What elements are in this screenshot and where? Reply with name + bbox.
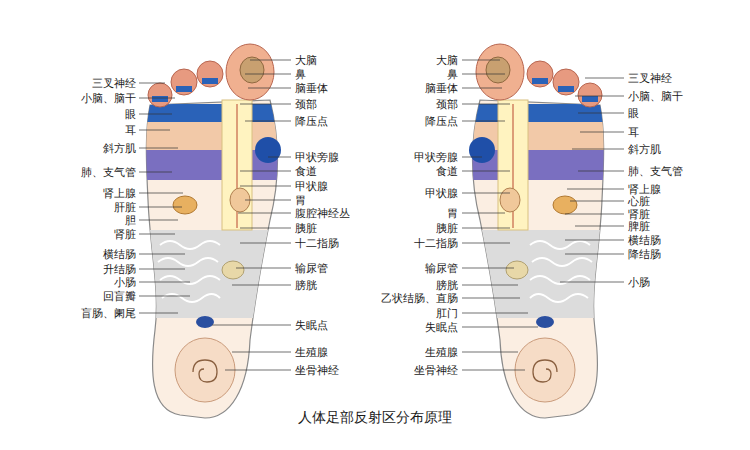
reflex-zone-label: 乙状结肠、直肠 [381, 292, 458, 305]
reflex-zone-label: 脾脏 [628, 220, 650, 233]
right-foot [460, 44, 610, 418]
reflex-zone-label: 肾脏 [628, 208, 650, 221]
reflex-zone-label: 回盲瓣 [103, 290, 136, 303]
reflex-zone-label: 降压点 [295, 115, 328, 128]
chart-title: 人体足部反射区分布原理 [0, 408, 750, 426]
reflex-zone-label: 颈部 [436, 98, 458, 111]
reflex-zone-label: 小脑、脑干 [81, 92, 136, 105]
reflex-zone-label: 小脑、脑干 [628, 90, 683, 103]
reflex-zone-label: 鼻 [295, 68, 306, 81]
reflex-zone-label: 眼 [125, 108, 136, 121]
reflex-zone-label: 横结肠 [103, 248, 136, 261]
reflex-zone-label: 膀胱 [295, 279, 317, 292]
left-foot [140, 44, 290, 418]
reflex-zone-label: 坐骨神经 [414, 364, 458, 377]
reflex-zone-label: 小肠 [114, 276, 136, 289]
reflex-zone-label: 小肠 [628, 276, 650, 289]
reflex-zone-label: 食道 [295, 165, 317, 178]
reflex-zone-label: 输尿管 [295, 262, 328, 275]
reflex-zone-label: 胰脏 [295, 222, 317, 235]
reflex-zone-label: 心脏 [628, 195, 650, 208]
reflex-zone-label: 脑垂体 [295, 82, 328, 95]
reflex-zone-label: 三叉神经 [628, 72, 672, 85]
reflex-zone-label: 升结肠 [103, 263, 136, 276]
reflex-zone-label: 失眠点 [425, 321, 458, 334]
reflex-zone-label: 颈部 [295, 98, 317, 111]
reflex-zone-label: 甲状旁腺 [414, 151, 458, 164]
reflex-zone-label: 大脑 [295, 54, 317, 67]
reflex-zone-label: 坐骨神经 [295, 364, 339, 377]
reflex-zone-label: 降结肠 [628, 248, 661, 261]
reflex-zone-label: 生殖腺 [425, 346, 458, 359]
reflex-zone-label: 生殖腺 [295, 346, 328, 359]
reflex-zone-label: 三叉神经 [92, 77, 136, 90]
reflex-zone-label: 耳 [125, 124, 136, 137]
reflex-zone-label: 十二指肠 [295, 237, 339, 250]
reflex-zone-label: 斜方肌 [103, 142, 136, 155]
reflex-zone-label: 斜方肌 [628, 143, 661, 156]
reflex-zone-label: 肾脏 [114, 228, 136, 241]
reflex-zone-label: 甲状腺 [425, 187, 458, 200]
reflex-zone-label: 十二指肠 [414, 237, 458, 250]
reflex-zone-label: 肛门 [436, 307, 458, 320]
reflex-zone-label: 大脑 [436, 54, 458, 67]
reflex-zone-label: 耳 [628, 126, 639, 139]
reflex-zone-label: 盲肠、阑尾 [81, 307, 136, 320]
reflex-zone-label: 横结肠 [628, 234, 661, 247]
reflex-zone-label: 肺、支气管 [81, 166, 136, 179]
reflex-zone-label: 胃 [295, 194, 306, 207]
reflex-zone-label: 肾上腺 [103, 187, 136, 200]
reflex-zone-label: 腹腔神经丛 [295, 207, 350, 220]
reflex-zone-label: 输尿管 [425, 262, 458, 275]
reflex-zone-label: 甲状旁腺 [295, 151, 339, 164]
reflex-zone-label: 鼻 [447, 68, 458, 81]
reflex-zone-label: 降压点 [425, 115, 458, 128]
reflex-zone-label: 膀胱 [436, 279, 458, 292]
reflex-zone-label: 胆 [125, 214, 136, 227]
reflex-zone-label: 肝脏 [114, 201, 136, 214]
leader-lines [139, 60, 624, 370]
reflex-zone-label: 眼 [628, 107, 639, 120]
reflex-zone-label: 肺、支气管 [628, 165, 683, 178]
reflex-zone-label: 胰脏 [436, 222, 458, 235]
reflex-zone-label: 脑垂体 [425, 82, 458, 95]
reflex-zone-label: 食道 [436, 165, 458, 178]
reflex-zone-label: 失眠点 [295, 319, 328, 332]
reflex-zone-label: 胃 [447, 207, 458, 220]
reflex-zone-label: 甲状腺 [295, 180, 328, 193]
reflex-zone-label: 肾上腺 [628, 183, 661, 196]
